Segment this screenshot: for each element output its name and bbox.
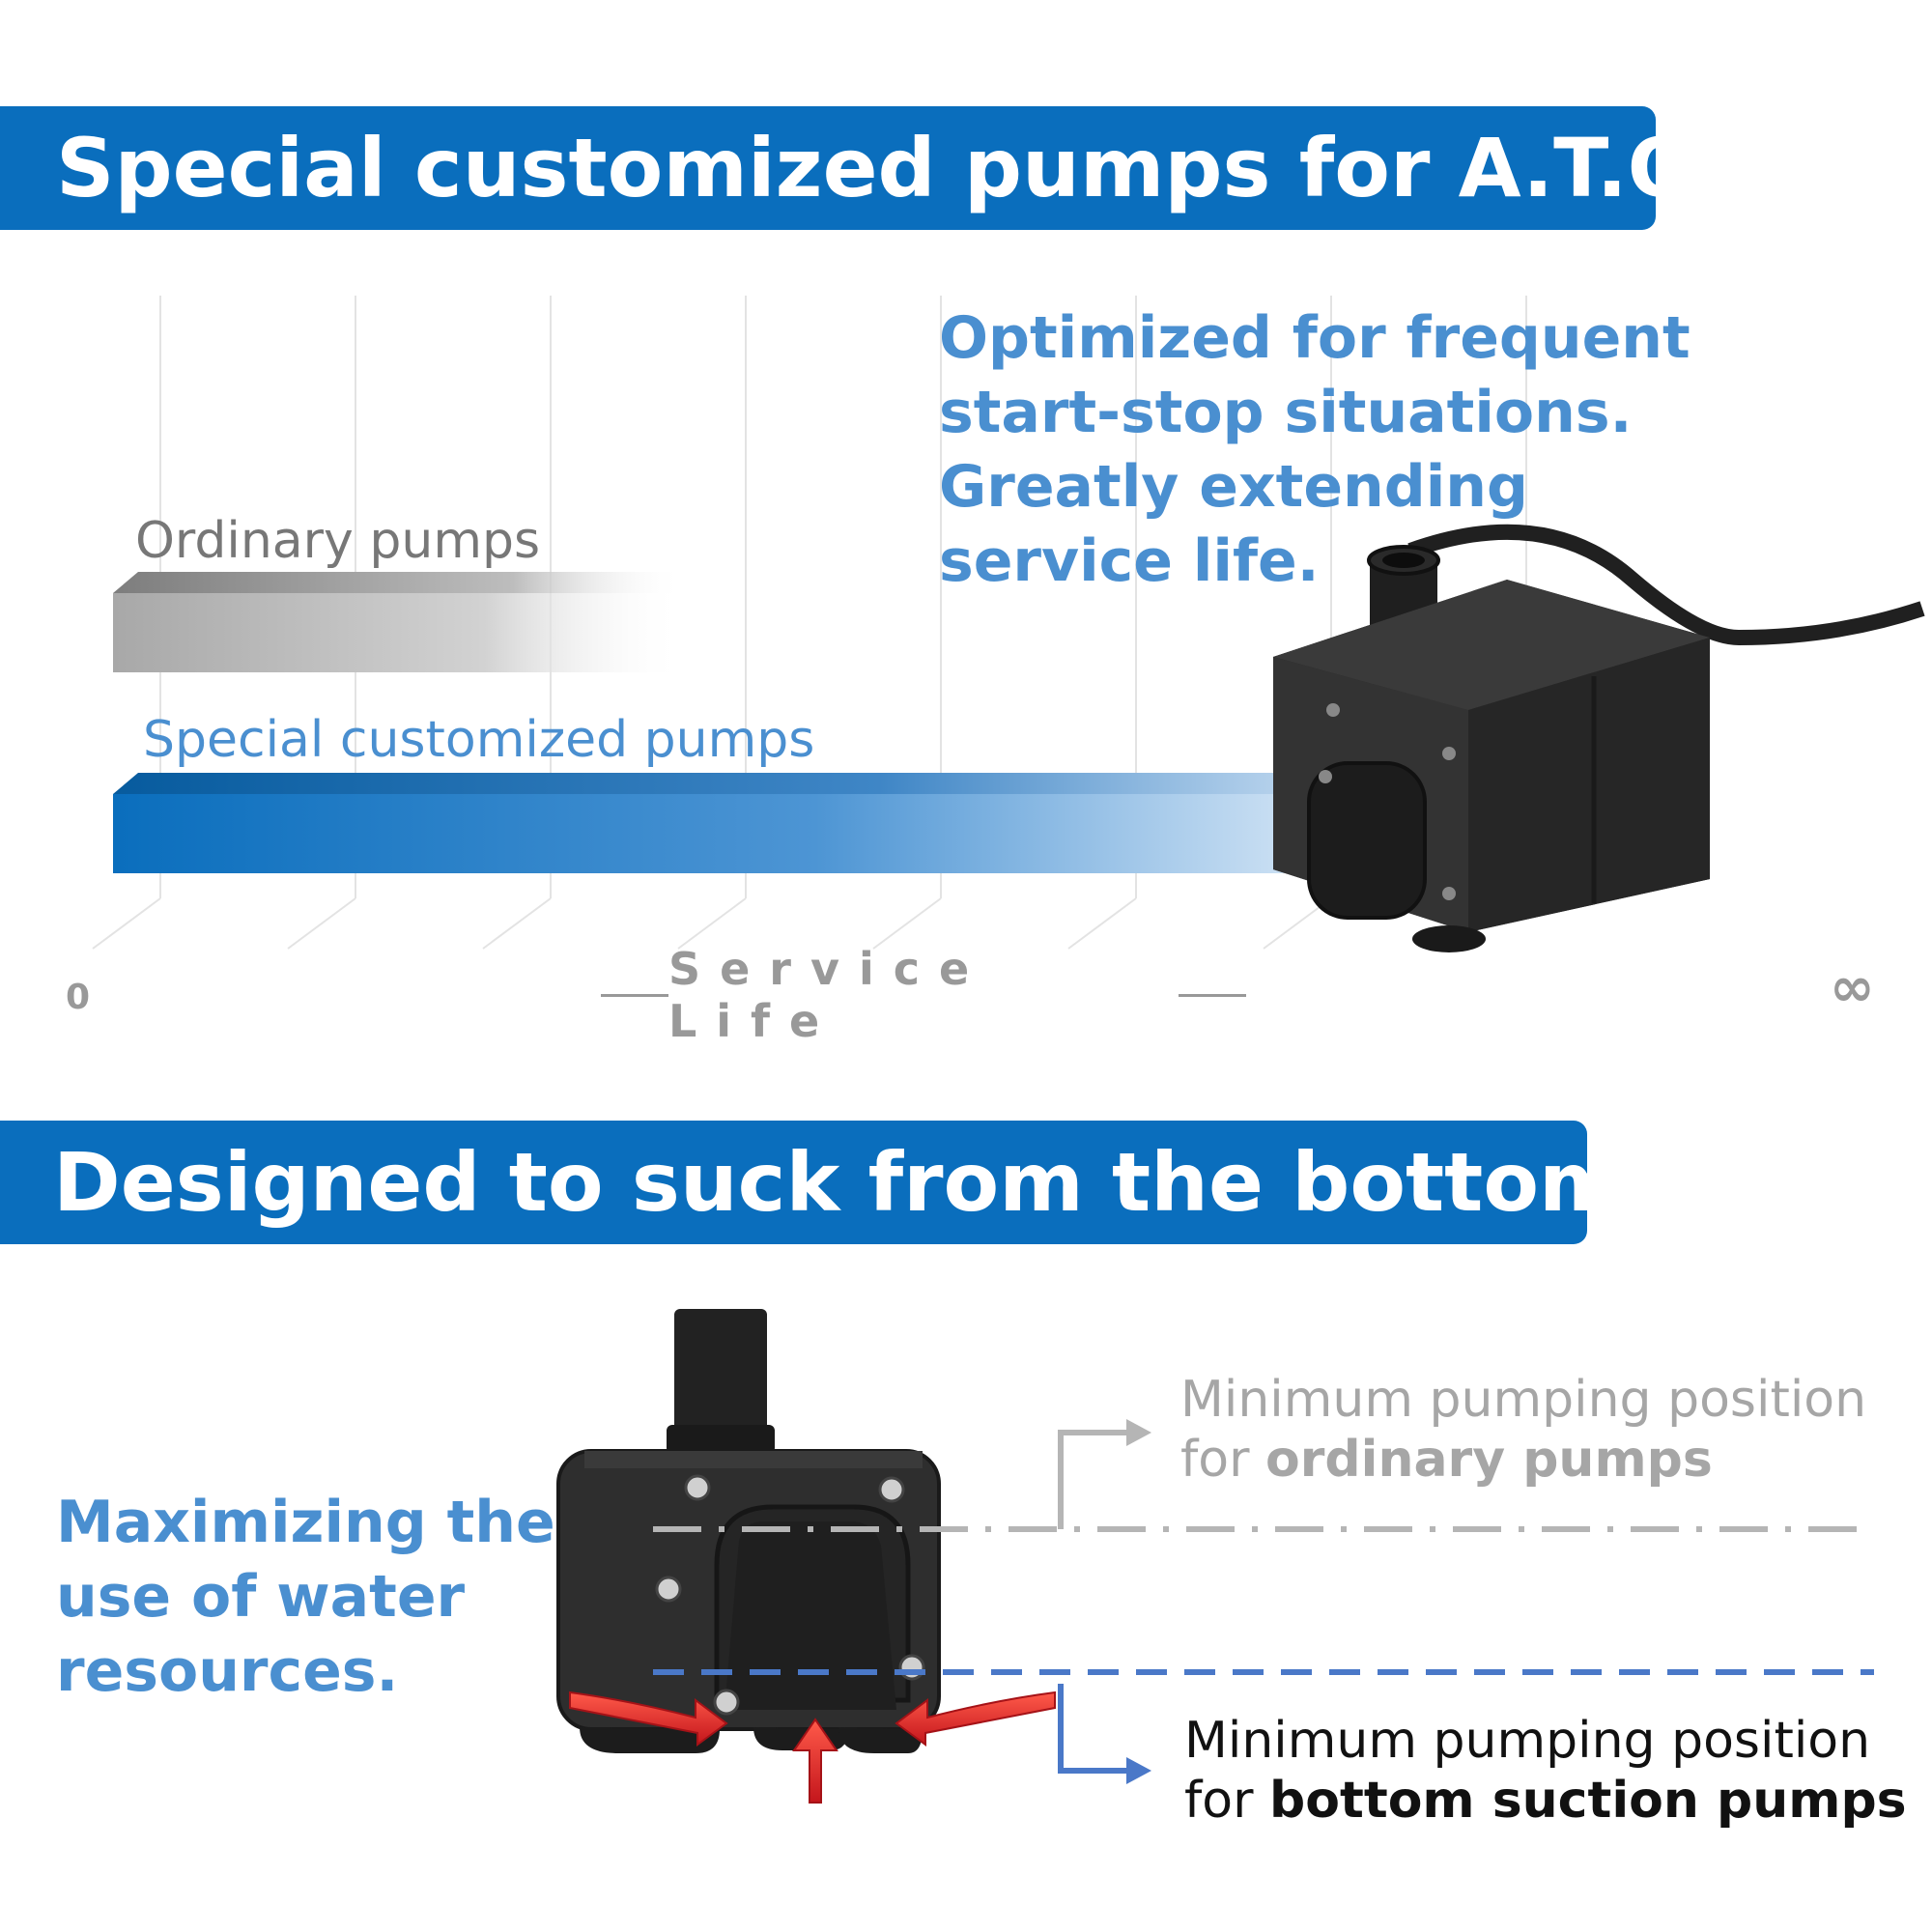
position-bold: ordinary pumps xyxy=(1265,1431,1713,1489)
position-line2: for ordinary pumps xyxy=(1180,1430,1866,1490)
headline-line: Maximizing the xyxy=(56,1489,555,1556)
pump-perspective-icon xyxy=(1273,524,1925,952)
axis-title-rule xyxy=(601,993,668,997)
bar-special xyxy=(113,794,1391,873)
headline-line: service life. xyxy=(939,527,1320,595)
axis-start-label: 0 xyxy=(66,978,91,1017)
intake-arrows-icon xyxy=(569,1690,1056,1804)
bottom-position-text: Minimum pumping position for bottom suct… xyxy=(1184,1711,1907,1831)
position-line2: for bottom suction pumps xyxy=(1184,1771,1907,1831)
position-bold: bottom suction pumps xyxy=(1269,1772,1907,1830)
ordinary-position-line xyxy=(653,1419,1874,1532)
headline-line: use of water xyxy=(56,1563,466,1631)
bar-label-special: Special customized pumps xyxy=(143,711,815,769)
headline-line: Greatly extending xyxy=(939,453,1528,521)
position-line1: Minimum pumping position xyxy=(1184,1712,1871,1770)
service-life-bars xyxy=(113,572,1391,873)
axis-title-text: Service Life xyxy=(668,943,989,1047)
position-prefix: for xyxy=(1180,1431,1266,1489)
section-title-ato: Special customized pumps for A.T.O. xyxy=(0,106,1725,230)
optimized-headline: Optimized for frequent start-stop situat… xyxy=(939,301,1690,599)
axis-title: Service Life xyxy=(601,943,1246,1047)
headline-line: Optimized for frequent xyxy=(939,304,1690,372)
headline-line: start-stop situations. xyxy=(939,379,1633,446)
headline-line: resources. xyxy=(56,1637,399,1705)
ordinary-position-text: Minimum pumping position for ordinary pu… xyxy=(1180,1370,1866,1490)
maximizing-headline: Maximizing the use of water resources. xyxy=(56,1486,555,1709)
bar-label-ordinary: Ordinary pumps xyxy=(135,512,541,570)
pump-front-icon xyxy=(556,1309,941,1753)
bottom-position-line xyxy=(653,1669,1874,1784)
chart-grid xyxy=(92,296,1527,950)
bar-ordinary xyxy=(113,593,685,672)
axis-end-label: ∞ xyxy=(1830,956,1875,1019)
axis-title-rule xyxy=(1179,993,1246,997)
position-line1: Minimum pumping position xyxy=(1180,1371,1867,1429)
section-title-bottom-suction: Designed to suck from the bottom xyxy=(0,1121,1624,1244)
bar-special-top xyxy=(113,773,1391,794)
position-prefix: for xyxy=(1184,1772,1270,1830)
bar-ordinary-top xyxy=(113,572,685,593)
